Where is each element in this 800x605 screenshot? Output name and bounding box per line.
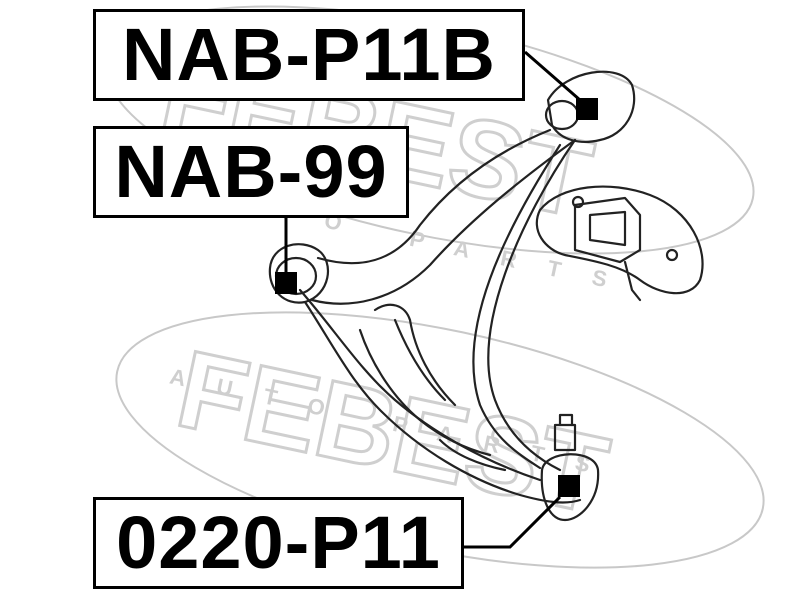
bracket-plate [573,196,642,264]
rear-bushing-outline [268,243,329,304]
marker-rear-bushing [275,272,297,294]
markers [275,98,598,497]
arm-front-edge [487,138,577,472]
leader-lines [284,50,581,549]
arm-lower-edge [303,300,582,504]
bracket-outline [535,185,704,295]
ball-joint-tip [558,413,574,427]
arm-front-inner-edge [472,143,562,470]
arm-inner-edge [310,138,577,305]
bracket-bolt [571,195,585,209]
bracket-bolt-2 [665,248,679,262]
marker-top-bushing [576,98,598,120]
top-bushing-outline [546,70,636,143]
marker-ball-joint [558,475,580,497]
leader-line-bottom [464,495,562,549]
arm-rib-2 [358,328,492,457]
bracket-tab [623,260,642,302]
arm-upper-edge [316,128,552,265]
part-label-middle: NAB-99 [93,126,409,218]
arm-rib-1 [373,303,457,407]
leader-line-top [524,50,581,102]
arm-lower-inner-edge [298,288,542,482]
control-arm [268,70,704,522]
part-label-top: NAB-P11B [93,9,525,101]
arm-rib-3 [393,318,447,402]
bracket-plate-inner [588,210,627,247]
part-label-bottom: 0220-P11 [93,497,464,589]
arm-rib-4 [438,438,507,472]
ball-joint-body [540,453,600,522]
ball-joint-stud [553,423,577,452]
